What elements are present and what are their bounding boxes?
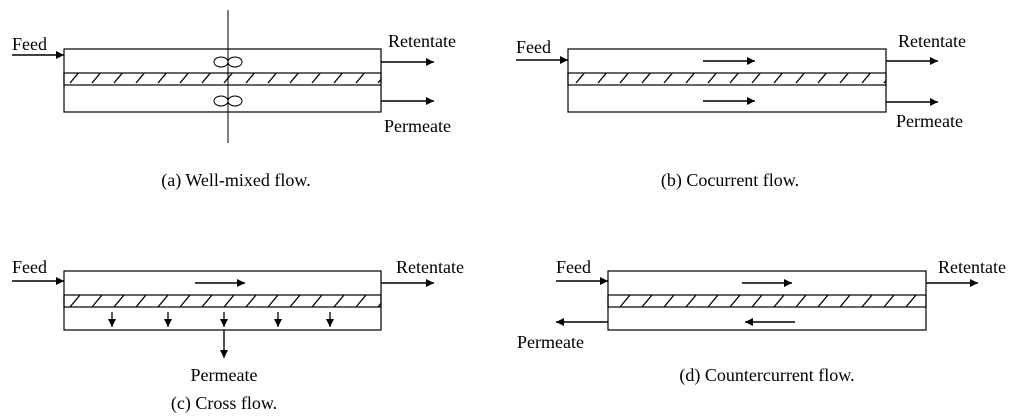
stirrer-blade-bottom-right: [227, 95, 243, 107]
caption-a: (a) Well-mixed flow.: [161, 170, 311, 191]
membrane-d: [607, 294, 927, 308]
feed-label-d: Feed: [556, 257, 591, 277]
membrane-c: [63, 294, 382, 308]
stirrer-blade-top-left: [213, 56, 229, 68]
feed-label-a: Feed: [12, 34, 47, 54]
panel-a-well-mixed: Feed Retentate Permeate (a) Well-mixed f…: [12, 10, 456, 191]
stirrer-blade-bottom-left: [213, 95, 229, 107]
caption-d: (d) Countercurrent flow.: [679, 365, 854, 386]
caption-c: (c) Cross flow.: [171, 393, 277, 414]
retentate-label-a: Retentate: [388, 31, 456, 51]
caption-b: (b) Cocurrent flow.: [661, 170, 799, 191]
feed-label-b: Feed: [516, 37, 551, 57]
permeate-label-d: Permeate: [517, 332, 584, 352]
permeate-label-a: Permeate: [384, 116, 451, 136]
membrane-a: [63, 72, 382, 86]
permeate-label-b: Permeate: [896, 111, 963, 131]
membrane-b: [567, 72, 887, 86]
panel-c-cross: Feed Retentate Permeate (c) Cross flow.: [12, 257, 464, 414]
retentate-label-d: Retentate: [938, 257, 1006, 277]
stirrer-blade-top-right: [227, 56, 243, 68]
retentate-label-b: Retentate: [898, 31, 966, 51]
permeate-label-c: Permeate: [191, 365, 258, 385]
retentate-label-c: Retentate: [396, 257, 464, 277]
panel-b-cocurrent: Feed Retentate Permeate (b) Cocurrent fl…: [516, 31, 966, 191]
feed-label-c: Feed: [12, 257, 47, 277]
panel-d-countercurrent: Feed Retentate Permeate (d) Countercurre…: [517, 257, 1006, 386]
